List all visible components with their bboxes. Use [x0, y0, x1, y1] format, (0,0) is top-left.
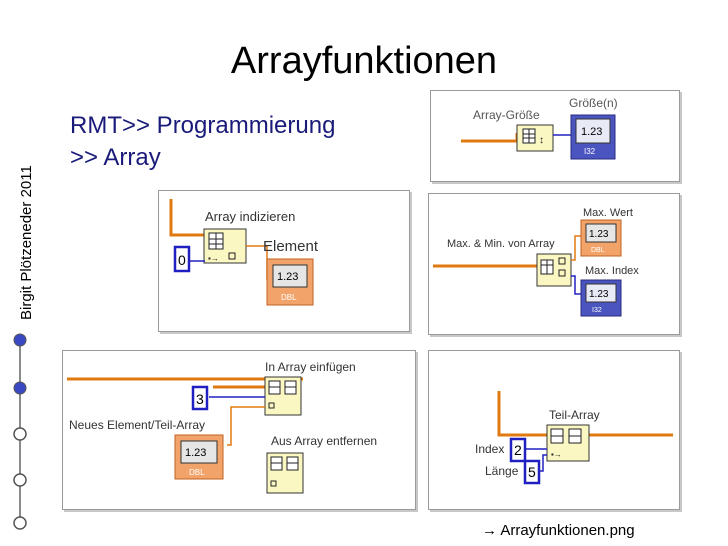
size-indicator[interactable]: 1.23 I32 — [570, 114, 616, 160]
array-wire — [169, 199, 209, 237]
subset-label: Teil-Array — [549, 408, 600, 422]
max-min-label: Max. & Min. von Array — [447, 238, 555, 250]
nav-dot-4[interactable] — [13, 473, 27, 487]
max-index-label: Max. Index — [585, 265, 639, 277]
index-constant-value: 0 — [178, 252, 186, 268]
array-size-diagram: Array-Größe ↕ Größe(n) 1.23 I32 — [461, 96, 618, 160]
max-min-diagram: Max. & Min. von Array Max. Wert 1.23 DBL… — [433, 207, 639, 317]
menu-path-line-1: RMT>> Programmierung — [70, 112, 336, 139]
insert-delete-diagram: In Array einfügen 3 Neues Element/Teil-A… — [67, 360, 377, 494]
slide-title: Arrayfunktionen — [230, 40, 498, 82]
max-index-indicator-value: 1.23 — [589, 289, 609, 300]
nav-dot-2[interactable] — [13, 381, 27, 395]
author-credit: Birgit Plötzeneder 2011 — [18, 165, 35, 320]
subset-length-label: Länge — [485, 464, 519, 478]
array-size-node[interactable]: ↕ — [516, 124, 554, 152]
new-element-value: 1.23 — [185, 447, 206, 459]
insert-node[interactable] — [264, 376, 302, 416]
slide-navigation — [13, 333, 27, 530]
max-value-wire — [571, 235, 581, 261]
panel-index-array: Array indizieren ▪→ 0 Element 1.23 DBL — [158, 190, 410, 332]
menu-path-line-2: >> Array — [70, 144, 161, 171]
element-indicator-type: DBL — [281, 293, 297, 302]
panel-max-min: Max. & Min. von Array Max. Wert 1.23 DBL… — [428, 193, 680, 335]
max-index-indicator[interactable]: 1.23 I32 — [580, 279, 622, 317]
array-size-label: Array-Größe — [473, 108, 540, 122]
subset-index-constant[interactable]: 2 — [509, 437, 527, 463]
index-array-label: Array indizieren — [205, 209, 295, 224]
panel-subset: Teil-Array ▪→ Index 2 Länge 5 — [428, 350, 680, 510]
max-min-node[interactable] — [536, 253, 572, 287]
size-output-label: Größe(n) — [569, 96, 618, 110]
delete-label: Aus Array entfernen — [271, 434, 377, 448]
subset-diagram: Teil-Array ▪→ Index 2 Länge 5 — [475, 391, 673, 485]
svg-text:▪→: ▪→ — [551, 450, 562, 459]
max-value-label: Max. Wert — [583, 207, 633, 219]
index-constant[interactable]: 0 — [173, 245, 191, 273]
panel-array-size: Array-Größe ↕ Größe(n) 1.23 I32 — [430, 90, 680, 182]
max-index-wire — [571, 275, 581, 295]
index-array-diagram: Array indizieren ▪→ 0 Element 1.23 DBL — [169, 199, 319, 306]
insert-label: In Array einfügen — [265, 360, 356, 374]
menu-path: RMT>> Programmierung >> Array — [70, 110, 335, 174]
max-index-indicator-type: I32 — [592, 307, 602, 314]
svg-text:↕: ↕ — [539, 135, 544, 146]
max-value-indicator-type: DBL — [591, 247, 605, 254]
max-value-indicator[interactable]: 1.23 DBL — [580, 219, 622, 257]
element-output-label: Element — [263, 238, 319, 255]
new-element-type: DBL — [189, 468, 205, 477]
subset-length-wire — [539, 454, 547, 472]
subset-length-value: 5 — [528, 464, 536, 480]
max-value-indicator-value: 1.23 — [589, 229, 609, 240]
array-wire-in — [497, 391, 547, 437]
insert-index-constant[interactable]: 3 — [191, 385, 209, 411]
element-indicator[interactable]: 1.23 DBL — [266, 258, 314, 306]
new-element-label: Neues Element/Teil-Array — [69, 418, 205, 432]
delete-node[interactable] — [266, 452, 304, 494]
subset-node[interactable]: ▪→ — [546, 424, 590, 462]
size-indicator-type: I32 — [584, 147, 596, 156]
nav-dot-3[interactable] — [13, 427, 27, 441]
subset-length-constant[interactable]: 5 — [523, 459, 541, 485]
subset-index-label: Index — [475, 442, 504, 456]
svg-text:▪→: ▪→ — [208, 254, 219, 263]
element-indicator-value: 1.23 — [277, 271, 298, 283]
nav-dot-1[interactable] — [13, 333, 27, 347]
insert-index-value: 3 — [196, 391, 204, 407]
panel-insert-delete: In Array einfügen 3 Neues Element/Teil-A… — [62, 350, 416, 510]
nav-dot-5[interactable] — [13, 516, 27, 530]
subset-index-value: 2 — [514, 442, 522, 458]
index-array-node[interactable]: ▪→ — [203, 228, 247, 264]
new-element-wire — [227, 406, 265, 446]
size-indicator-value: 1.23 — [581, 126, 602, 138]
file-caption: → Arrayfunktionen.png — [482, 522, 635, 539]
new-element-control[interactable]: 1.23 DBL — [174, 434, 224, 480]
